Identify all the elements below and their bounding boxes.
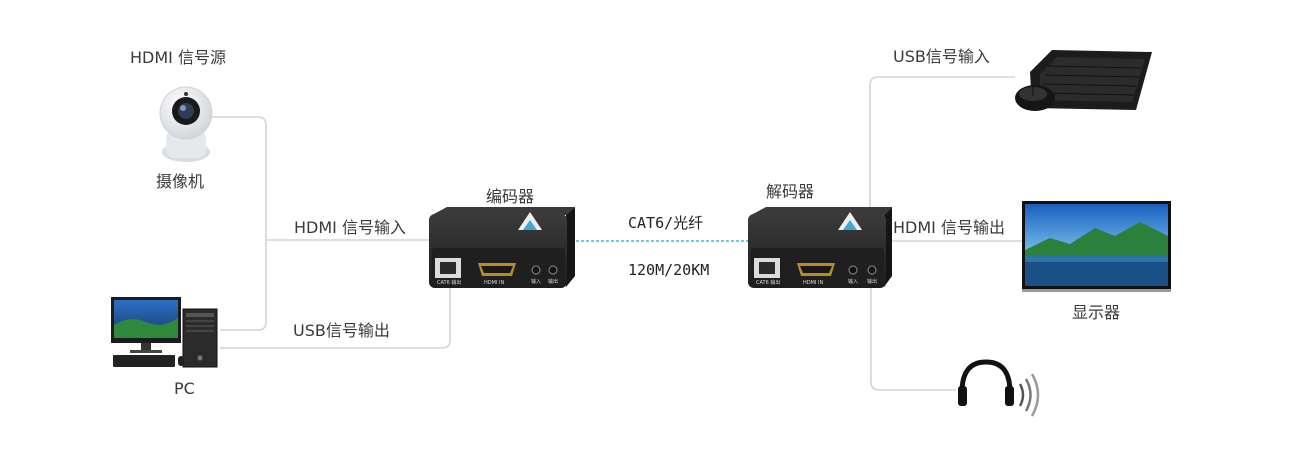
- decoder-audio-in-jack: [848, 265, 858, 275]
- keyboard-mouse-icon: [1015, 50, 1152, 111]
- encoder-audio-out-jack: [548, 265, 558, 275]
- encoder-label: 编码器: [486, 187, 534, 206]
- wire-audio-output: [870, 288, 956, 391]
- encoder-audio-in-label: 输入: [531, 278, 541, 285]
- encoder-audio-in-jack: [531, 265, 541, 275]
- wire-usb-output: [220, 288, 451, 349]
- camera-label: 摄像机: [156, 172, 204, 191]
- usb-output-label: USB信号输出: [293, 321, 390, 340]
- decoder-audio-in-label: 输入: [848, 278, 858, 285]
- decoder-audio-out-label: 输出: [867, 278, 877, 285]
- headphones-speaker-icon: [958, 359, 1040, 417]
- decoder-audio-out-jack: [867, 265, 877, 275]
- wire-camera: [212, 116, 267, 331]
- encoder-audio-out-label: 输出: [548, 278, 558, 285]
- hdmi-input-label: HDMI 信号输入: [294, 218, 406, 237]
- usb-input-label: USB信号输入: [893, 47, 990, 66]
- cable-type-label: CAT6/光纤: [628, 214, 703, 232]
- decoder-hdmi-port-label: HDMI IN: [803, 280, 823, 286]
- tv-display-icon: [1022, 201, 1171, 292]
- hdmi-source-label: HDMI 信号源: [130, 48, 226, 67]
- hdmi-output-label: HDMI 信号输出: [893, 218, 1005, 237]
- pc-label: PC: [174, 379, 195, 398]
- encoder-cat6-port-label: CAT6 输出: [437, 279, 461, 286]
- display-label: 显示器: [1072, 303, 1120, 322]
- encoder-device: CAT6 输出 HDMI IN 输入 输出: [429, 207, 575, 288]
- decoder-cat6-port-label: CAT6 输出: [756, 279, 780, 286]
- encoder-hdmi-port-label: HDMI IN: [484, 280, 504, 286]
- security-camera-icon: [159, 86, 213, 162]
- cable-spec-label: 120M/20KM: [628, 261, 709, 279]
- desktop-pc-icon: [111, 297, 218, 368]
- wires: [212, 76, 1022, 391]
- decoder-label: 解码器: [766, 182, 814, 201]
- decoder-device: CAT6 输出 HDMI IN 输入 输出: [748, 207, 892, 288]
- wire-usb-input: [869, 76, 1015, 240]
